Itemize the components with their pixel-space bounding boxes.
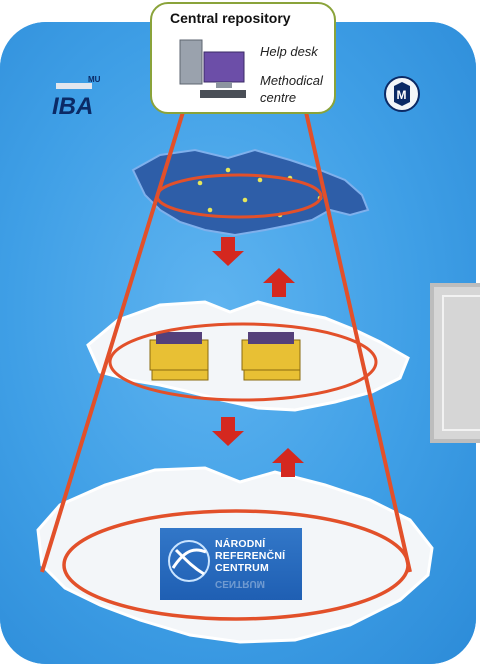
nrc-line3: CENTRUM [215,562,269,574]
iba-logo: MU IBA [50,75,102,121]
central-repository-box: Central repository Help desk Methodical … [150,2,336,114]
national-reference-centre-logo: NÁRODNÍ REFERENČNÍ CENTRUM CENTRUM [160,528,302,600]
help-desk-label: Help desk [260,44,318,59]
mu-seal-icon: M [383,72,421,116]
methodical-centre-label: Methodical centre [260,72,338,106]
iba-logo-mu: MU [88,75,100,84]
server-rack-right [242,332,300,380]
nrc-line2: REFERENČNÍ [215,550,285,562]
iba-logo-text: IBA [52,93,93,121]
nrc-emblem-icon [166,538,212,584]
side-panel-button[interactable] [430,283,480,443]
iba-logo-bar [56,83,92,89]
nrc-mirror-text: CENTRUM [215,578,265,589]
computer-icon [172,32,254,102]
arrow-down-1 [212,237,244,266]
mu-seal-logo: M [383,72,421,116]
nrc-text: NÁRODNÍ REFERENČNÍ CENTRUM [215,538,285,574]
nrc-line1: NÁRODNÍ [215,538,265,550]
server-rack-left [150,332,208,380]
arrow-down-2 [212,417,244,446]
svg-text:M: M [397,88,407,102]
repository-title: Central repository [170,10,291,26]
arrow-up-1 [263,268,295,297]
